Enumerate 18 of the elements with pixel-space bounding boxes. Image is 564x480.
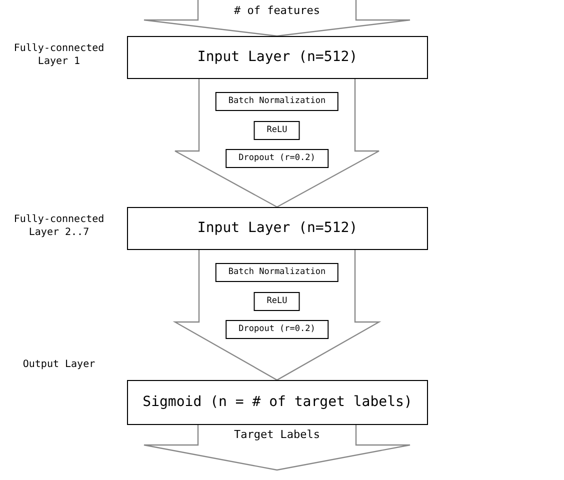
side-label: Fully-connected Layer 2..7 <box>12 213 106 239</box>
step-box: ReLU <box>254 121 300 140</box>
layer-box: Input Layer (n=512) <box>127 36 428 79</box>
step-box: Batch Normalization <box>215 92 339 111</box>
block-arrow <box>144 0 410 36</box>
arrow-label: Target Labels <box>234 428 320 442</box>
layer-box: Input Layer (n=512) <box>127 207 428 250</box>
block-arrow <box>175 250 379 380</box>
side-label: Fully-connected Layer 1 <box>12 42 106 68</box>
block-arrow <box>144 425 410 470</box>
arrow-label: # of features <box>234 4 320 18</box>
block-arrow <box>175 79 379 207</box>
layer-box: Sigmoid (n = # of target labels) <box>127 380 428 425</box>
step-box: Dropout (r=0.2) <box>226 320 328 339</box>
step-box: Dropout (r=0.2) <box>226 149 328 168</box>
step-box: ReLU <box>254 292 300 311</box>
step-box: Batch Normalization <box>215 263 339 282</box>
side-label: Output Layer <box>22 358 96 371</box>
